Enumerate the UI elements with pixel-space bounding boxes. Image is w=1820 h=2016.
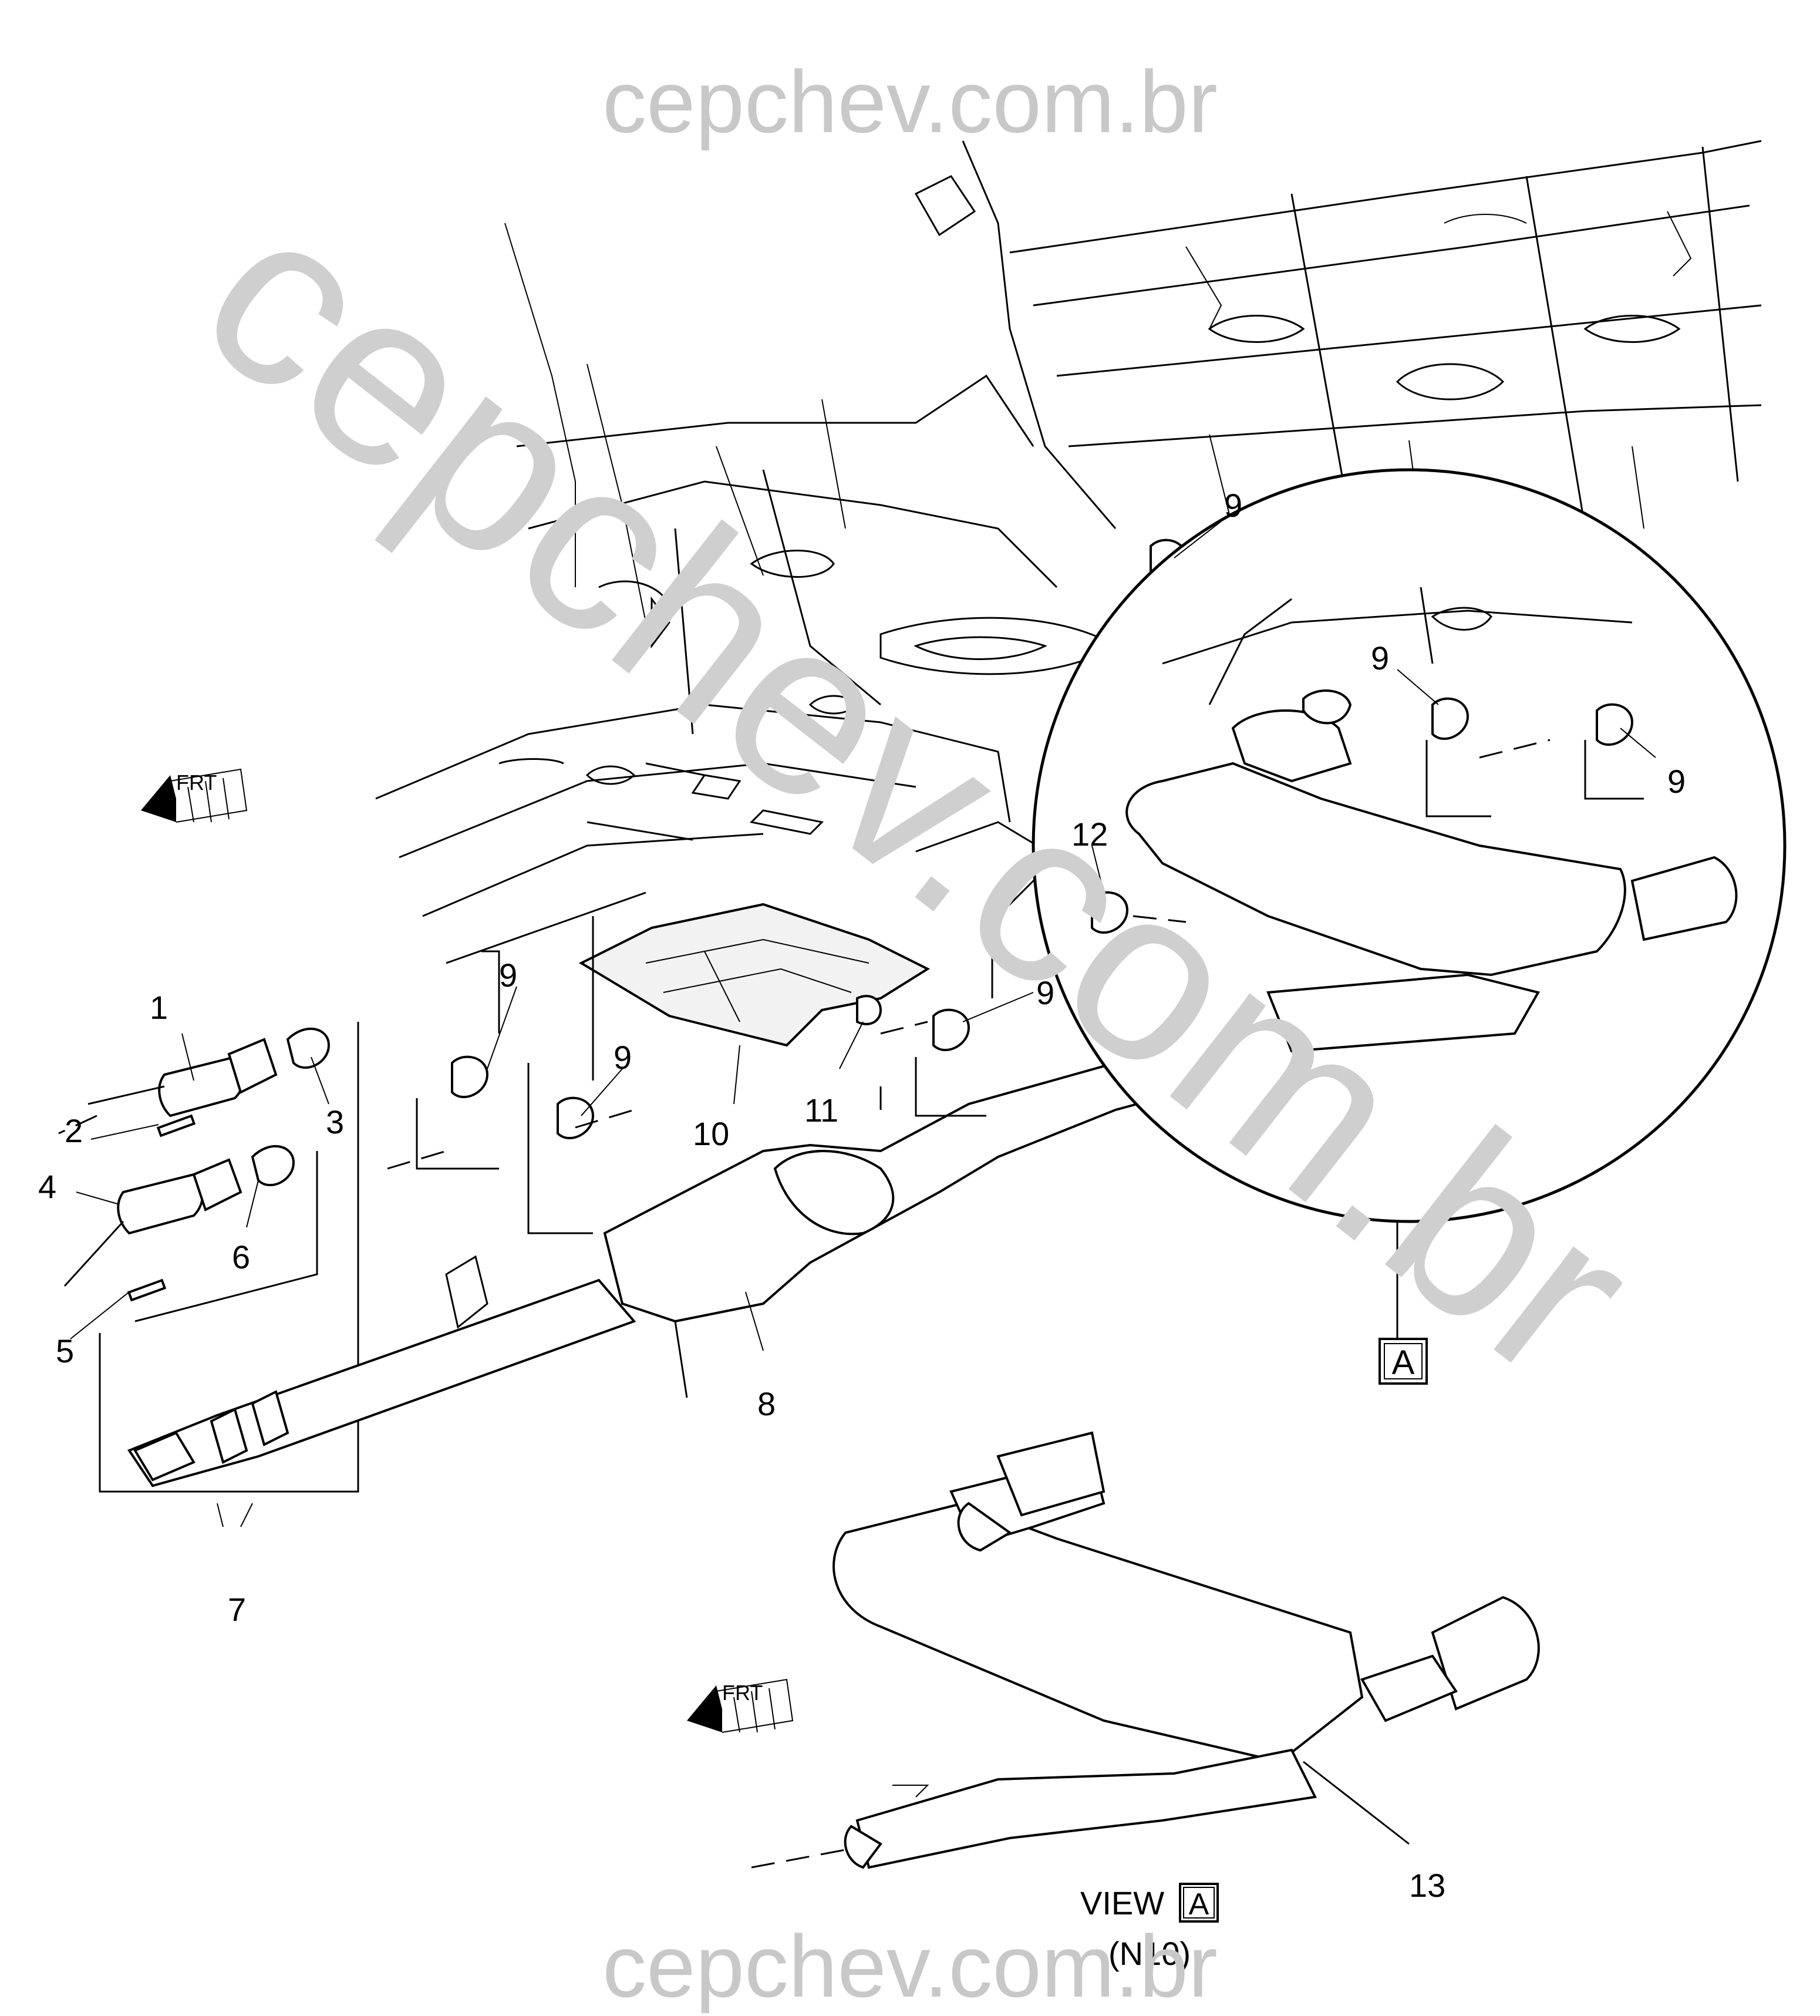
callout-labels: 1 2 3 4 5 6 7 8 9 9 9 9 9 9 10 11 12 13 <box>38 487 1686 1904</box>
callout-9: 9 <box>1224 487 1242 524</box>
callout-9: 9 <box>499 957 517 994</box>
front-pipes <box>58 1022 359 1493</box>
callout-9: 9 <box>1667 763 1686 800</box>
leader-lines <box>70 516 1656 1527</box>
rear-muffler-view-a <box>751 1431 1540 1869</box>
callout-12: 12 <box>1071 816 1108 853</box>
watermark-top: cepchev.com.br <box>602 52 1218 151</box>
callout-4: 4 <box>38 1168 56 1205</box>
callout-7: 7 <box>228 1591 246 1628</box>
callout-8: 8 <box>757 1385 776 1422</box>
front-marker-label: FRT <box>176 770 217 795</box>
intermediate-pipe-muffler <box>127 1044 1296 1487</box>
callout-11: 11 <box>804 1092 838 1129</box>
callout-9: 9 <box>614 1039 632 1076</box>
front-marker-label: FRT <box>722 1681 763 1705</box>
callout-9: 9 <box>1371 640 1389 677</box>
caption-view: VIEW <box>1080 1884 1164 1921</box>
callout-3: 3 <box>326 1103 344 1140</box>
view-box-letter: A <box>1392 1344 1415 1382</box>
front-direction-marker-1: FRT <box>141 768 248 823</box>
callout-6: 6 <box>232 1238 250 1275</box>
callout-10: 10 <box>693 1115 729 1152</box>
callout-9: 9 <box>1036 974 1054 1011</box>
view-a-reference-box: A <box>1379 1338 1428 1385</box>
watermark-bottom: cepchev.com.br <box>602 1917 1218 2013</box>
detail-view-circle <box>1032 468 1787 1339</box>
callout-1: 1 <box>150 989 168 1026</box>
callout-13: 13 <box>1409 1867 1445 1904</box>
callout-2: 2 <box>65 1112 83 1149</box>
front-direction-marker-2: FRT <box>687 1678 794 1733</box>
view-caption: VIEW A (N10) <box>1080 1883 1219 1972</box>
caption-code: (N10) <box>1108 1935 1191 1972</box>
caption-view-letter: A <box>1189 1887 1209 1921</box>
callout-5: 5 <box>56 1332 74 1369</box>
heat-shield <box>578 903 931 1047</box>
vehicle-underbody <box>375 140 1762 964</box>
